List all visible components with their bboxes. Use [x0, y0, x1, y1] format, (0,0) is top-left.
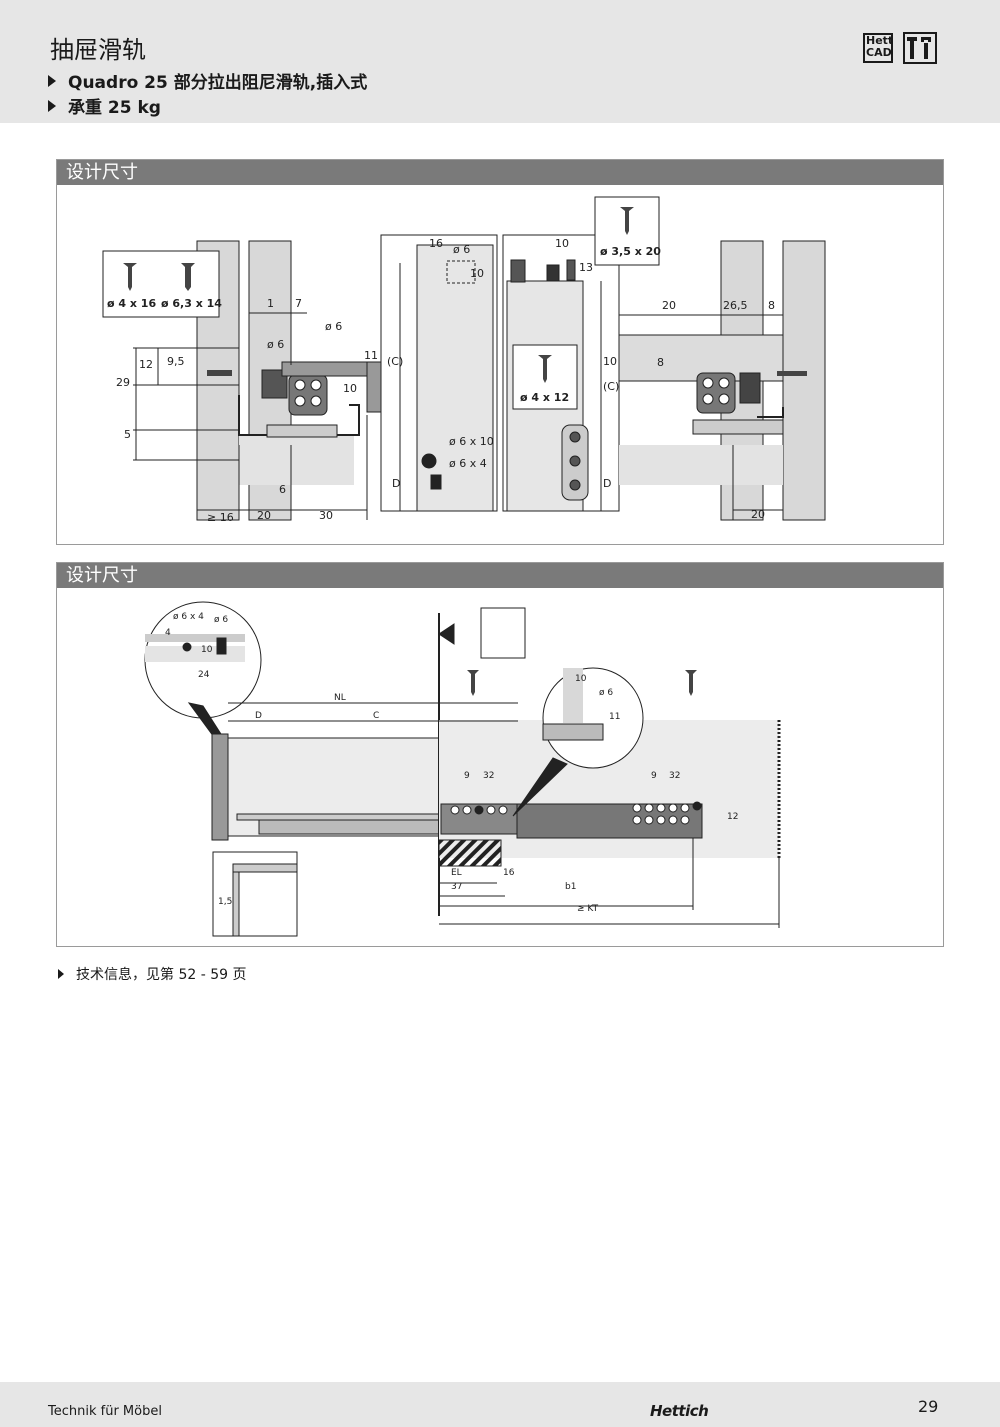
dim-1-5: 1,5: [218, 897, 232, 907]
dim-37: 37: [451, 882, 462, 892]
dim-10-b: 10: [575, 674, 587, 684]
dim-20-b: 20: [662, 299, 676, 312]
hettcad-line1: Hett: [866, 34, 894, 47]
dim-11: 11: [364, 349, 378, 362]
dim-16: 16: [503, 868, 515, 878]
hettcad-logo[interactable]: Hett CAD: [863, 33, 893, 63]
screw-icons: [123, 207, 807, 383]
hettcad-line2: CAD: [866, 46, 892, 59]
dim-ge16: ≥ 16: [207, 511, 234, 524]
dim-b1: b1: [565, 882, 576, 892]
dim-29: 29: [116, 376, 130, 389]
dim-32-b: 32: [669, 771, 680, 781]
side-view-drawing: ø 6 x 4 ø 6 4 10 24 NL D C 10 ø 6 11 9 3…: [144, 601, 781, 937]
dim-10-d: 10: [603, 355, 617, 368]
subtitle-2: 承重 25 kg: [48, 93, 161, 118]
dim-D-1: D: [392, 477, 400, 490]
dim-10-b: 10: [470, 267, 484, 280]
dim-dia6-c: ø 6: [453, 243, 470, 256]
dim-16: 16: [429, 237, 443, 250]
dim-5: 5: [124, 428, 131, 441]
dim-D: D: [255, 711, 262, 721]
subtitle-1: Quadro 25 部分拉出阻尼滑轨,插入式: [48, 68, 367, 93]
dim-10-a: 10: [343, 382, 357, 395]
page-header: [0, 0, 1000, 123]
panel-1-heading: 设计尺寸: [57, 160, 943, 185]
dim-24: 24: [198, 670, 210, 680]
dim-c-1: (C): [387, 355, 403, 368]
dim-9-5: 9,5: [167, 355, 185, 368]
dim-D-2: D: [603, 477, 611, 490]
dim-11: 11: [609, 712, 620, 722]
footer-label: Technik für Möbel: [48, 1404, 162, 1419]
dim-C: C: [373, 711, 379, 721]
dim-dia6-b: ø 6: [599, 688, 613, 698]
dim-7: 7: [295, 297, 302, 310]
panel-2-heading: 设计尺寸: [57, 563, 943, 588]
cross-section-drawing: ø 4 x 16 ø 6,3 x 14 ø 3,5 x 20 ø 4 x 12 …: [102, 196, 826, 524]
dim-6: 6: [279, 483, 286, 496]
page-title: 抽屉滑轨: [50, 36, 146, 64]
dim-EL: EL: [451, 868, 462, 878]
dim-9-b: 9: [651, 771, 657, 781]
screw-label-4x12: ø 4 x 12: [520, 391, 569, 404]
tech-info-note: 技术信息，见第 52 - 59 页: [58, 964, 246, 984]
dim-10-a: 10: [201, 645, 213, 655]
dim-1: 1: [267, 297, 274, 310]
dim-30: 30: [319, 509, 333, 522]
dim-dia6-a: ø 6: [325, 320, 342, 333]
dim-26-5: 26,5: [723, 299, 748, 312]
dim-dia6: ø 6: [214, 615, 228, 625]
dim-12: 12: [727, 812, 738, 822]
dim-10-c: 10: [555, 237, 569, 250]
screw-label-4x16: ø 4 x 16: [107, 297, 156, 310]
tools-icon[interactable]: [903, 32, 937, 64]
dim-dia6x4: ø 6 x 4: [449, 457, 487, 470]
hettich-logo: Hettich: [650, 1402, 709, 1420]
dim-8-a: 8: [768, 299, 775, 312]
dim-NL: NL: [334, 693, 346, 703]
page-footer: [0, 1382, 1000, 1427]
dim-dia6x4: ø 6 x 4: [173, 612, 204, 622]
design-dimensions-panel-2: 设计尺寸: [56, 562, 944, 947]
dim-12: 12: [139, 358, 153, 371]
dim-c-2: (C): [603, 380, 619, 393]
dim-dia6x10: ø 6 x 10: [449, 435, 494, 448]
screw-icons-2: [467, 670, 697, 696]
design-dimensions-panel-1: 设计尺寸: [56, 159, 944, 545]
page-number: 29: [918, 1397, 939, 1416]
dim-4: 4: [165, 628, 171, 638]
screw-label-63x14: ø 6,3 x 14: [161, 297, 222, 310]
bullet-triangle-icon: [48, 99, 56, 112]
dim-20-c: 20: [751, 508, 765, 521]
dim-dia6-b: ø 6: [267, 338, 284, 351]
screw-label-35x20: ø 3,5 x 20: [600, 245, 661, 258]
dim-KT: ≥ KT: [577, 904, 599, 914]
dim-20-a: 20: [257, 509, 271, 522]
bullet-triangle-icon: [58, 969, 64, 979]
bullet-triangle-icon: [48, 74, 56, 87]
dim-9-a: 9: [464, 771, 470, 781]
dim-32-a: 32: [483, 771, 494, 781]
dim-13: 13: [579, 261, 593, 274]
dim-8-b: 8: [657, 356, 664, 369]
